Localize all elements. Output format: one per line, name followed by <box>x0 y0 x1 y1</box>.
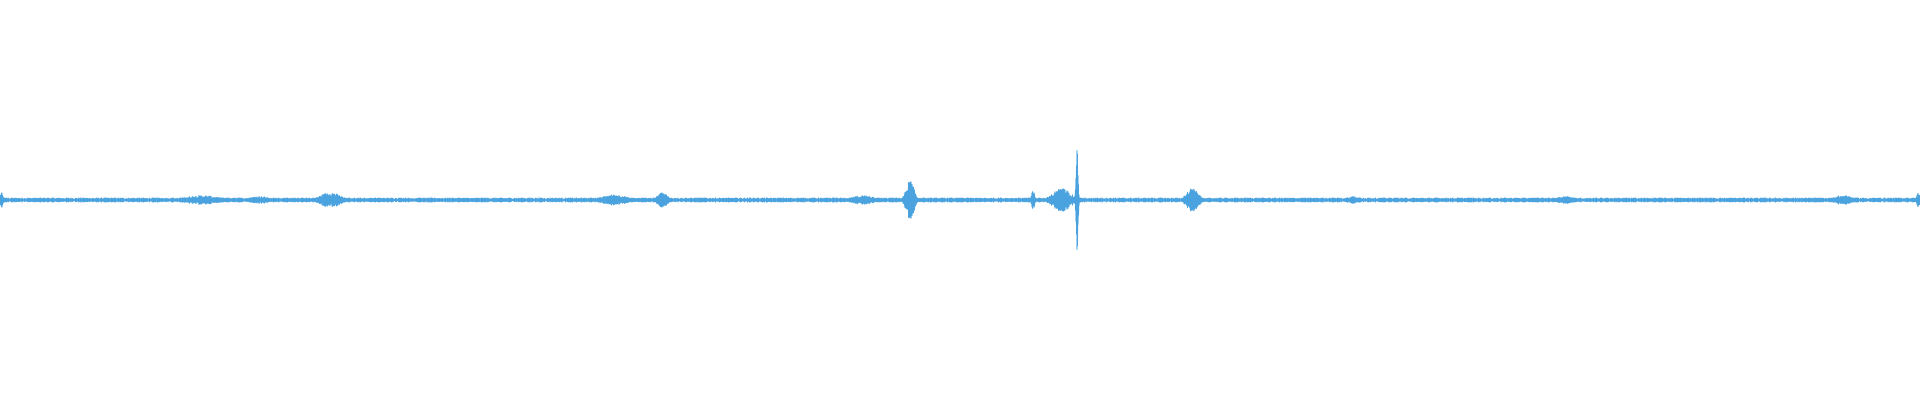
waveform-trace <box>0 150 1920 250</box>
